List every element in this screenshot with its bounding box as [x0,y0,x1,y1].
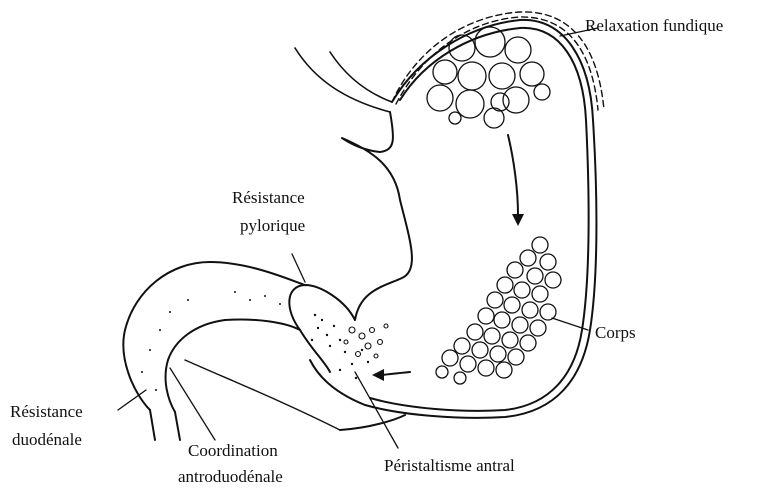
antral-particles [344,324,388,358]
label-coordination-1: Coordination [188,441,278,461]
arrowheads [372,214,524,381]
fundus-particles [427,27,550,128]
label-relaxation-fundique: Relaxation fundique [585,16,723,36]
pylorus-duodenum [123,262,405,440]
label-resistance-pylorique-1: Résistance [232,188,305,208]
leader-pylorique [292,254,305,282]
label-resistance-duodenale-2: duodénale [12,430,82,450]
arrow-left-icon [372,369,384,381]
arrow-down-icon [512,214,524,226]
body-particles [436,237,561,384]
motion-arrows [382,135,518,375]
label-resistance-pylorique-2: pylorique [240,216,305,236]
label-peristaltisme-antral: Péristaltisme antral [384,456,515,476]
leader-coordination [170,368,215,440]
stomach-outer-wall [342,20,596,418]
label-coordination-2: antroduodénale [178,467,283,487]
label-corps: Corps [595,323,636,343]
esophagus [295,48,392,112]
label-resistance-duodenale-1: Résistance [10,402,83,422]
